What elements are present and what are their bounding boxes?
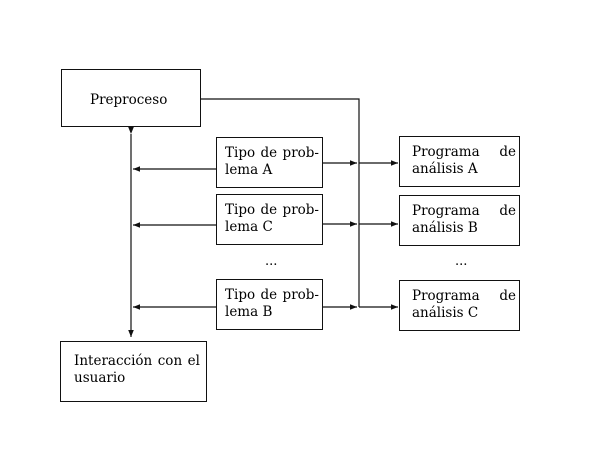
interaccion-word: Interacción — [74, 353, 153, 369]
program-a-label-line2: análisis A — [412, 161, 478, 177]
preproceso-label: Preproceso — [90, 92, 168, 108]
program-word: Programa — [412, 288, 480, 304]
program-box-b: Programa de análisis B — [399, 195, 520, 246]
problem-word: Tipo — [225, 287, 256, 303]
problem-word: de — [260, 145, 278, 161]
problem-word: Tipo — [225, 202, 256, 218]
interaccion-box: Interacción con el usuario — [60, 341, 207, 402]
preproceso-feed-line — [200, 98, 360, 307]
program-c-label-line1: Programa de — [412, 288, 516, 305]
program-a-label-line1: Programa de — [412, 144, 516, 161]
interaccion-label-line2: usuario — [74, 370, 126, 386]
problem-a-label-line1: Tipo de prob- — [225, 145, 319, 162]
problem-word: Tipo — [225, 145, 256, 161]
program-word: Programa — [412, 144, 480, 160]
problem-word: de — [260, 202, 278, 218]
problem-b-label-line2: lema B — [225, 304, 273, 320]
problem-word: prob- — [282, 202, 319, 218]
program-box-c: Programa de análisis C — [399, 280, 520, 331]
program-word: de — [499, 144, 516, 160]
problem-word: prob- — [282, 287, 319, 303]
problem-word: de — [260, 287, 278, 303]
program-c-label-line2: análisis C — [412, 305, 479, 321]
program-b-label-line1: Programa de — [412, 203, 516, 220]
problem-c-label-line2: lema C — [225, 219, 273, 235]
interaccion-word: el — [187, 353, 200, 369]
program-word: de — [499, 203, 516, 219]
problem-a-label-line2: lema A — [225, 162, 273, 178]
problem-box-c: Tipo de prob- lema C — [216, 194, 323, 245]
problem-b-label-line1: Tipo de prob- — [225, 287, 319, 304]
problem-box-b: Tipo de prob- lema B — [216, 279, 323, 330]
program-b-label-line2: análisis B — [412, 220, 478, 236]
program-word: Programa — [412, 203, 480, 219]
interaccion-label-line1: Interacción con el — [74, 353, 200, 370]
preproceso-box: Preproceso — [61, 69, 201, 127]
problem-c-label-line1: Tipo de prob- — [225, 202, 319, 219]
interaccion-word: con — [157, 353, 183, 369]
problem-word: prob- — [282, 145, 319, 161]
program-ellipsis: ... — [455, 254, 468, 269]
problem-ellipsis: ... — [265, 254, 278, 269]
problem-box-a: Tipo de prob- lema A — [216, 137, 323, 188]
program-box-a: Programa de análisis A — [399, 136, 520, 187]
program-word: de — [499, 288, 516, 304]
